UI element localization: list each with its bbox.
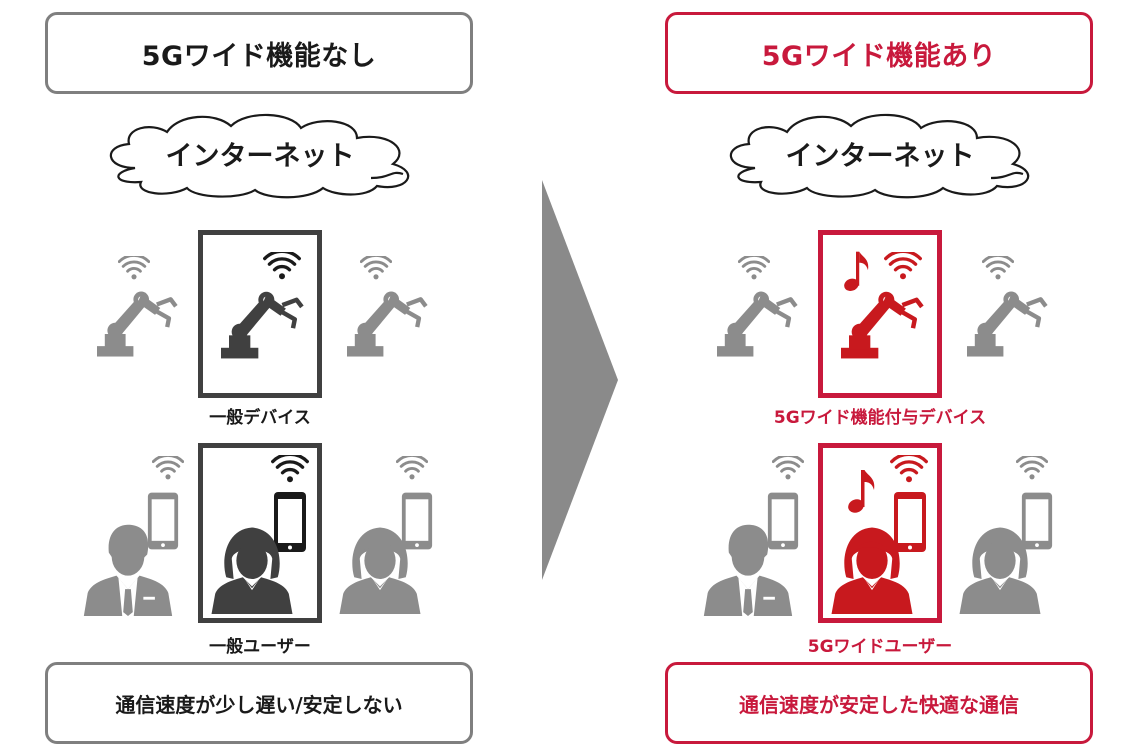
left-cloud: インターネット [95,108,425,200]
right-cloud-label: インターネット [785,141,975,172]
wifi-icon [360,256,392,280]
businessman-icon [80,520,176,616]
left-title: 5Gワイド機能なし [141,40,377,72]
right-user-frame [818,443,942,623]
wifi-icon [263,252,301,280]
wifi-icon [271,455,309,483]
right-user-caption: 5Gワイドユーザー [807,637,953,657]
left-title-box: 5Gワイド機能なし [45,12,473,94]
robot-arm-icon [92,282,180,360]
robot-arm-icon [836,282,926,362]
wifi-icon [772,456,804,480]
right-result: 通信速度が安定した快適な通信 [739,692,1019,717]
robot-arm-icon [342,282,430,360]
businessman-icon [700,520,796,616]
wifi-icon [396,456,428,480]
right-title: 5Gワイド機能あり [761,40,997,72]
left-device-caption: 一般デバイス [209,408,311,428]
wifi-icon [118,256,150,280]
businesswoman-icon [826,520,918,616]
right-device-caption: 5Gワイド機能付与デバイス [773,408,987,428]
left-user-frame [198,443,322,623]
left-result: 通信速度が少し遅い/安定しない [115,692,403,717]
wifi-icon [982,256,1014,280]
robot-arm-icon [216,282,306,362]
businesswoman-icon [954,520,1046,616]
right-result-box: 通信速度が安定した快適な通信 [665,662,1093,744]
robot-arm-icon [962,282,1050,360]
wifi-icon [738,256,770,280]
arrow-right-icon [542,180,618,580]
right-title-box: 5Gワイド機能あり [665,12,1093,94]
left-user-caption: 一般ユーザー [209,637,311,657]
right-cloud: インターネット [715,108,1045,200]
robot-arm-icon [712,282,800,360]
cloud-icon [109,113,410,199]
cloud-icon [729,113,1030,199]
left-cloud-label: インターネット [165,141,355,172]
wifi-icon [152,456,184,480]
right-device-frame [818,230,942,398]
wifi-icon [890,455,928,483]
left-result-box: 通信速度が少し遅い/安定しない [45,662,473,744]
wifi-icon [884,252,922,280]
music-note-icon [846,466,876,516]
wifi-icon [1016,456,1048,480]
left-device-frame [198,230,322,398]
businesswoman-icon [334,520,426,616]
businesswoman-icon [206,520,298,616]
